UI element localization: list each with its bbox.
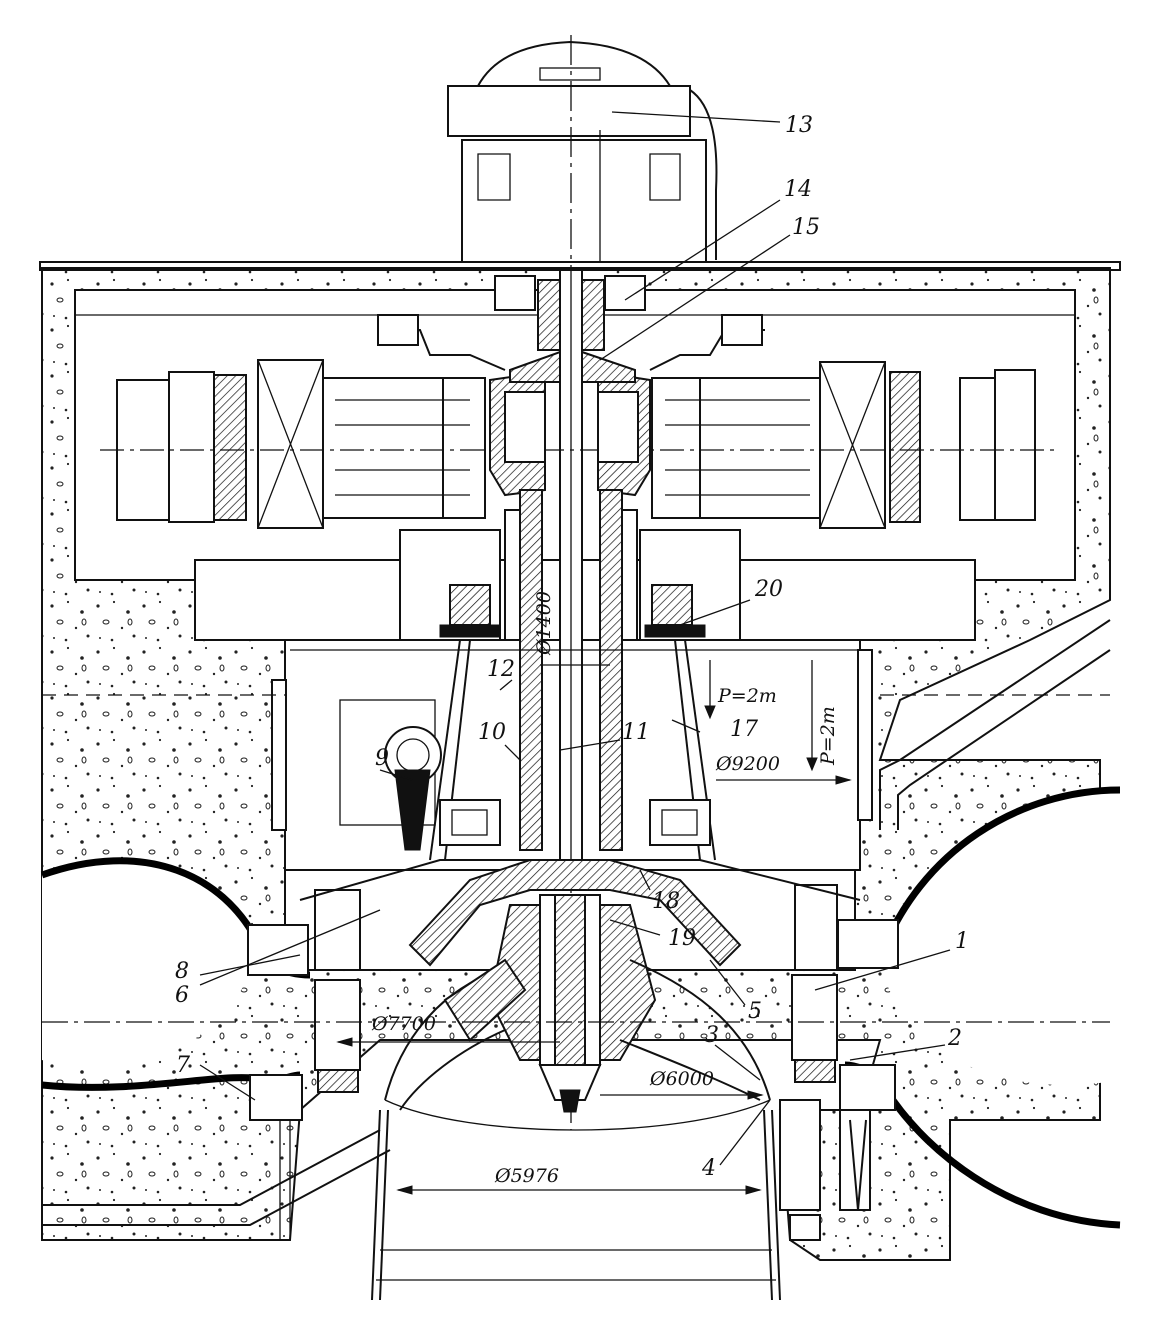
stay-ring-right <box>791 884 899 1111</box>
upper-guide-bearing <box>494 275 646 383</box>
label-4: 4 <box>701 1156 716 1181</box>
part-labels: 13 14 15 20 12 10 11 17 9 18 19 8 6 1 5 … <box>175 113 969 1181</box>
exciter-housing <box>447 40 718 263</box>
generator-left <box>116 359 486 529</box>
stay-ring-left <box>247 889 361 1121</box>
label-5: 5 <box>748 999 762 1024</box>
label-10: 10 <box>478 720 506 745</box>
dim-1400: Ø1400 <box>533 591 555 656</box>
label-17: 17 <box>730 717 758 742</box>
dimension-texts: Ø1400 Ø9200 Ø7700 Ø6000 Ø5976 P=2т P=2т <box>371 591 839 1187</box>
label-19: 19 <box>668 926 696 951</box>
leader-lines <box>199 111 951 1166</box>
label-1: 1 <box>955 929 969 954</box>
load-p-left: P=2т <box>717 685 777 707</box>
rotor-spider <box>489 370 651 497</box>
label-18: 18 <box>652 889 680 914</box>
label-20: 20 <box>754 577 783 602</box>
runner-hub <box>488 894 657 1113</box>
label-15: 15 <box>792 215 820 240</box>
conduit-left <box>42 1129 391 1226</box>
support-cone <box>429 639 716 861</box>
thrust-bearing <box>399 529 741 641</box>
label-13: 13 <box>785 113 813 138</box>
dim-5976: Ø5976 <box>494 1165 559 1187</box>
left-wall-details <box>271 649 873 1240</box>
label-11: 11 <box>622 720 650 745</box>
runner-blades <box>384 958 771 1131</box>
label-3: 3 <box>705 1023 719 1048</box>
dim-9200: Ø9200 <box>715 753 780 775</box>
conduit-right <box>879 619 1111 830</box>
dim-7700: Ø7700 <box>371 1013 436 1035</box>
label-6: 6 <box>175 983 189 1008</box>
intermediate-shaft-tube <box>504 489 638 851</box>
draft-tube <box>371 1109 781 1301</box>
right-auxiliary-parts <box>779 1099 871 1241</box>
servomotor <box>339 699 442 851</box>
label-8: 8 <box>175 959 189 984</box>
label-2: 2 <box>947 1026 962 1051</box>
dimension-lines <box>336 660 852 1195</box>
label-12: 12 <box>487 657 515 682</box>
dim-6000: Ø6000 <box>649 1068 714 1090</box>
label-7: 7 <box>176 1053 190 1078</box>
generator-right <box>651 361 1036 529</box>
upper-bracket <box>377 314 765 371</box>
label-14: 14 <box>784 177 812 202</box>
head-cover <box>299 859 861 967</box>
load-p-right: P=2т <box>817 706 839 766</box>
label-9: 9 <box>375 746 389 771</box>
